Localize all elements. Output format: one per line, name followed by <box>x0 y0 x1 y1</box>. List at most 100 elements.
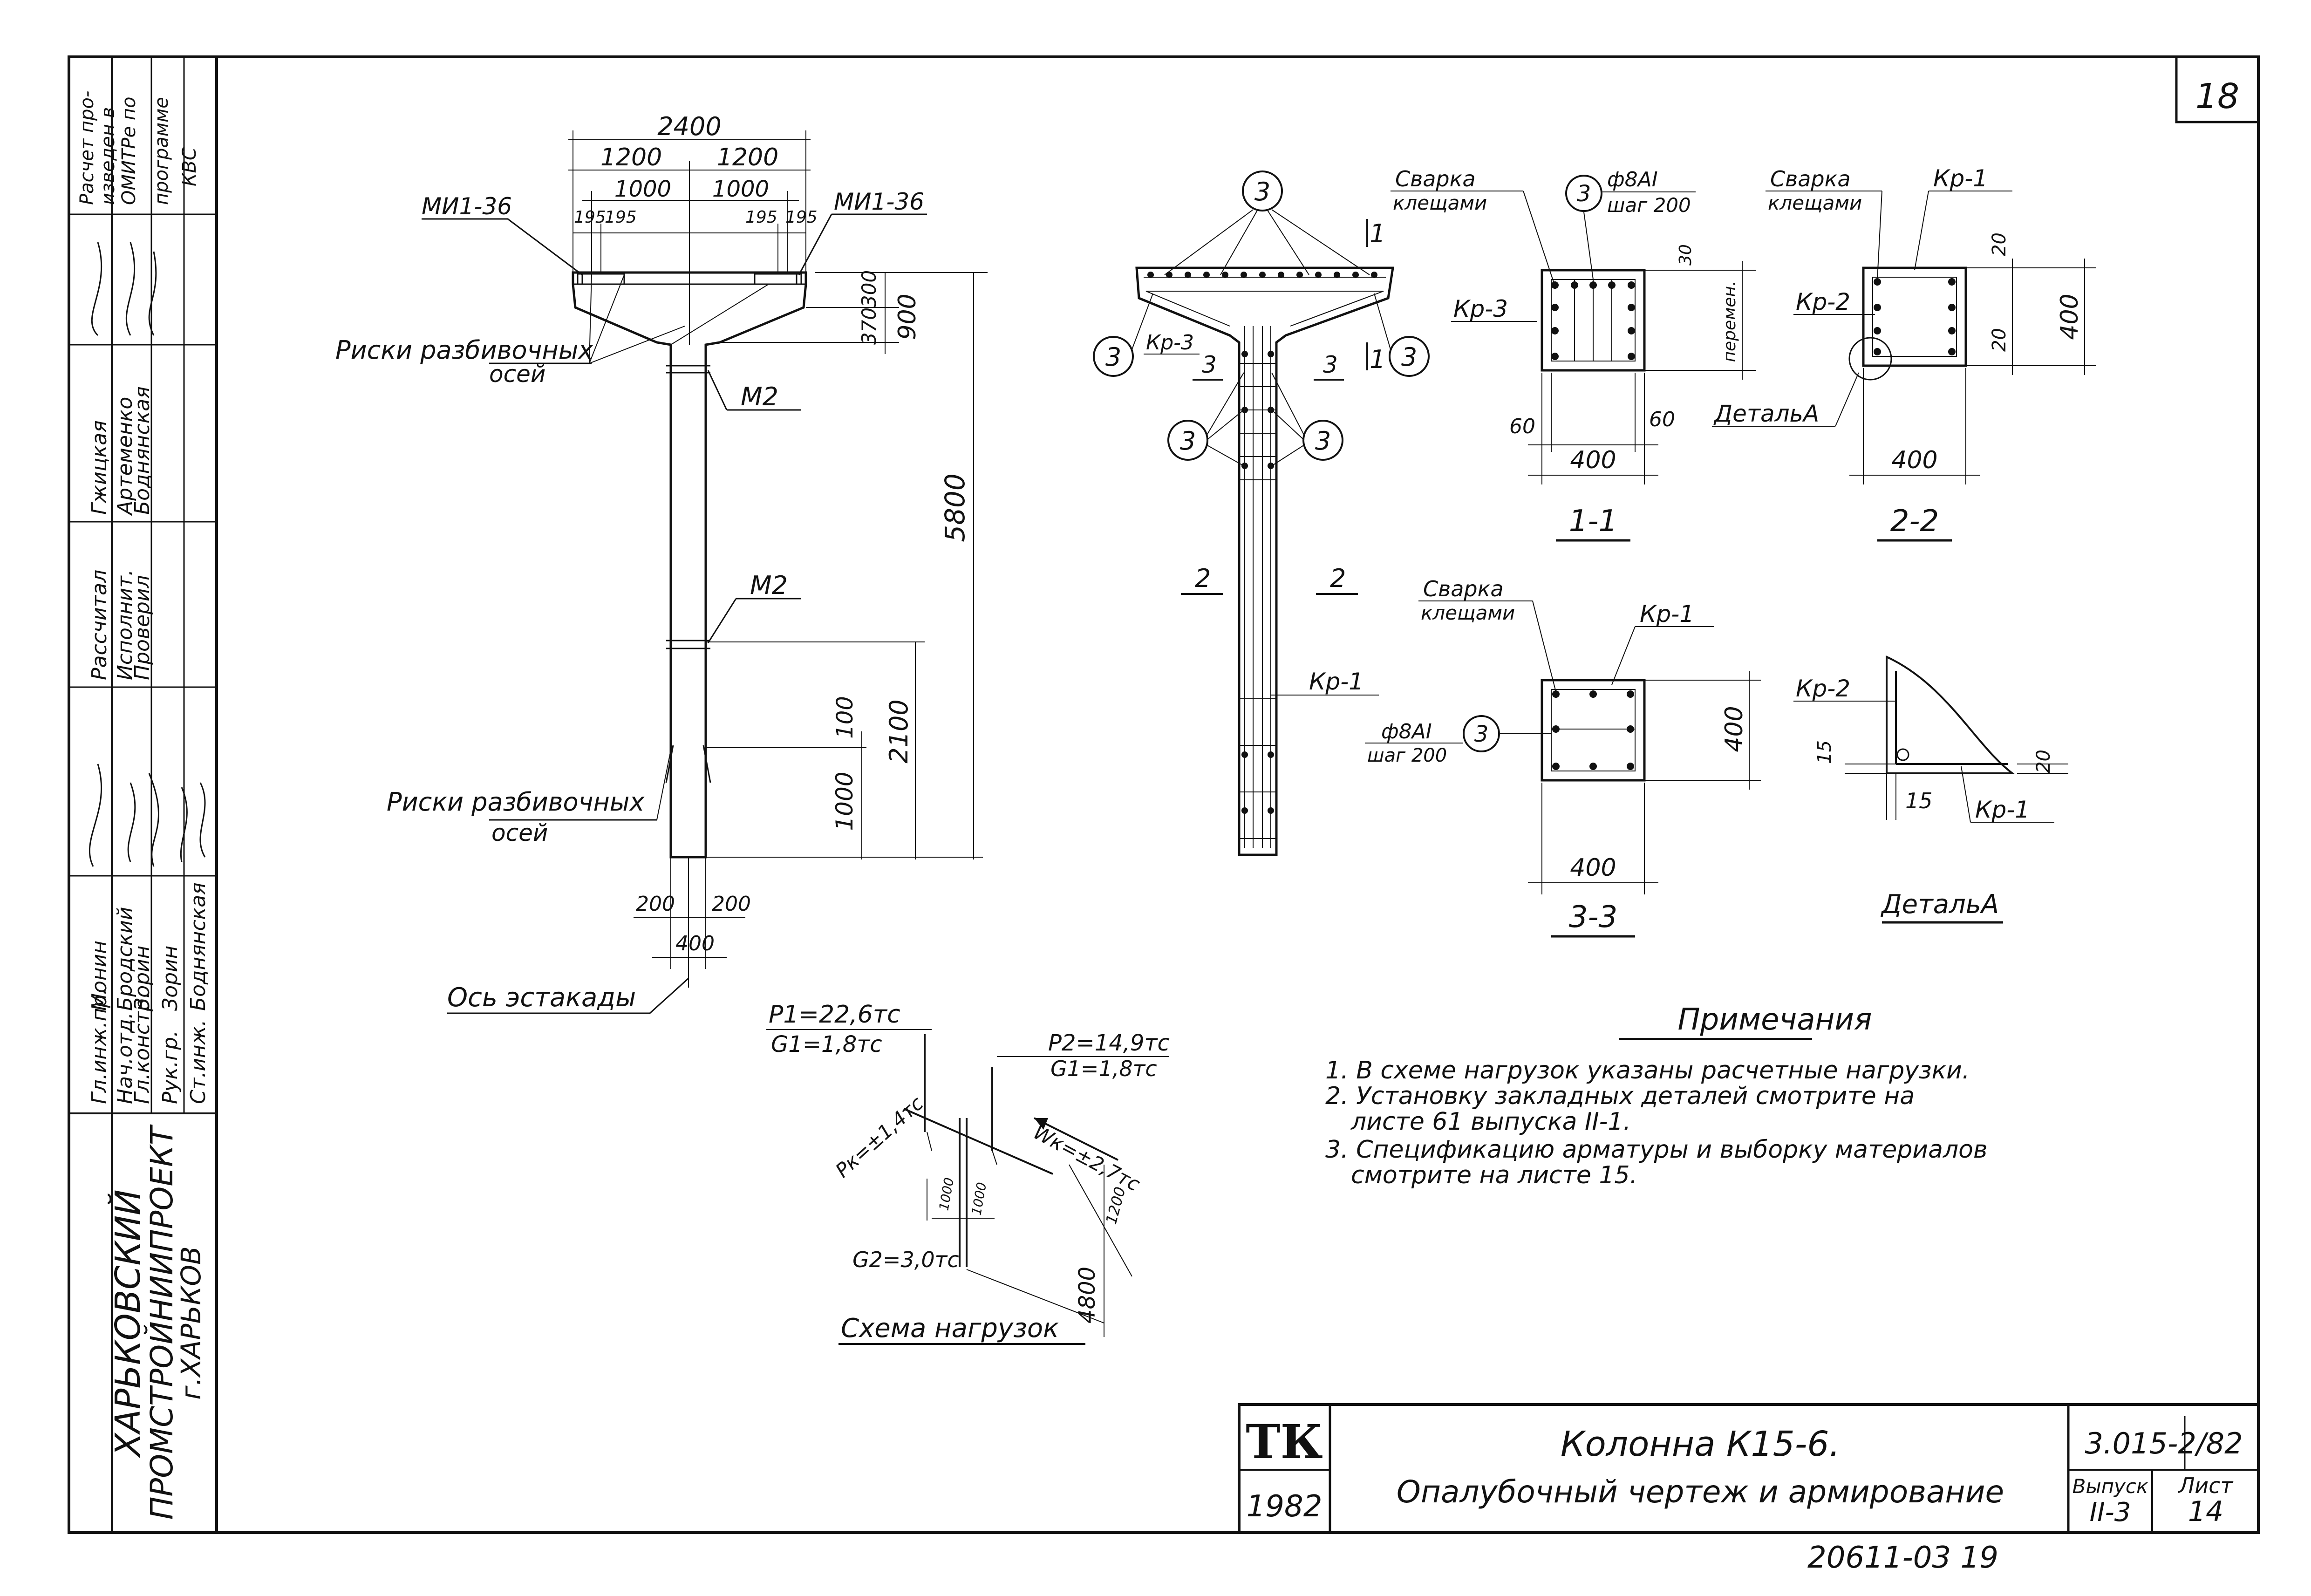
role-3: Гл.констр. <box>130 992 154 1104</box>
dim-200-right: 200 <box>712 892 751 916</box>
title-line2: Опалубочный чертеж и армирование <box>1397 1474 2004 1510</box>
s11-bar-l1: ф8АI <box>1607 168 1658 191</box>
s33-kr1: Кр-1 <box>1640 600 1694 627</box>
title-code: 3.015-2/82 <box>2085 1426 2243 1460</box>
s33-weld-l1: Сварка <box>1423 576 1504 601</box>
detail-dim-20: 20 <box>2033 750 2054 773</box>
title-line1: Колонна К15-6. <box>1561 1424 1840 1464</box>
pos-circle-left <box>1093 336 1134 377</box>
side-title-block: ХАРЬКОВСКИЙ ПРОМСТРОЙНИИПРОЕКТ г.ХАРЬКОВ… <box>69 57 217 1533</box>
dim-195-a: 195 <box>574 208 606 227</box>
calc-note-l4: программе <box>151 97 172 205</box>
load-dim-4800: 4800 <box>1074 1267 1100 1323</box>
axis-label: Ось эстакады <box>447 982 636 1013</box>
signatures-1 <box>89 764 206 867</box>
note-1: 1. В схеме нагрузок указаны расчетные на… <box>1325 1057 1970 1084</box>
load-g2: G2=3,0тс <box>852 1247 959 1272</box>
pos-ml: 3 <box>1180 426 1196 456</box>
role2-3: Проверил <box>130 575 154 680</box>
dim-1000: 1000 <box>831 771 858 831</box>
plate-mi-left2 <box>754 273 802 285</box>
s11-var: перемен. <box>1720 281 1739 362</box>
s22-detail: ДетальА <box>1713 400 1819 427</box>
title-logo: ТК <box>1246 1414 1323 1469</box>
load-p2: P2=14,9тс <box>1048 1030 1170 1056</box>
title-year: 1982 <box>1247 1489 1323 1524</box>
tag-m2-top: М2 <box>741 382 778 411</box>
name2-1: Гжицкая <box>88 420 111 515</box>
dim-370: 370 <box>858 307 880 345</box>
cut-1-label: 1 <box>1370 219 1385 248</box>
s11-pos-circle <box>1565 175 1602 212</box>
load-g1-left: G1=1,8тс <box>771 1031 882 1057</box>
s22-weld-l2: клещами <box>1768 191 1862 214</box>
load-p1: P1=22,6тс <box>769 1001 900 1029</box>
s11-kr3: Кр-3 <box>1453 295 1508 322</box>
detail-name: ДетальА <box>1880 889 1999 920</box>
cut-3-right: 3 <box>1323 351 1338 378</box>
dim-1000-left: 1000 <box>614 176 671 202</box>
dim-100: 100 <box>832 696 858 739</box>
s22-dim-20-top: 20 <box>1989 232 2010 256</box>
name2-2: Артеменко <box>113 397 137 516</box>
s22-kr2: Кр-2 <box>1796 288 1850 315</box>
dim-2400: 2400 <box>657 112 721 141</box>
org-name-line3: г.ХАРЬКОВ <box>175 1246 207 1400</box>
rebar-kr1: Кр-1 <box>1309 668 1363 695</box>
dim-2100: 2100 <box>884 699 913 763</box>
rebar-view: 3 3 3 3 3 Кр-3 1 1 3 3 2 2 Кр-1 <box>1093 171 1430 856</box>
role-4: Рук.гр. <box>158 1030 182 1104</box>
cut-3-left: 3 <box>1202 351 1217 378</box>
notes-heading: Примечания <box>1678 1003 1872 1037</box>
dim-300: 300 <box>858 270 880 307</box>
load-scheme: P1=22,6тс G1=1,8тс P2=14,9тс G1=1,8тс Pк… <box>766 1001 1170 1345</box>
name2-3: Боднянская <box>130 386 154 515</box>
cut-2-right: 2 <box>1330 564 1346 593</box>
axis-marks-bottom-l1: Риски разбивочных <box>387 787 645 817</box>
calc-note-l5: КВС <box>179 147 200 186</box>
detail-dim-15-v: 15 <box>1814 740 1835 764</box>
load-pk: Pк=±1,4тс <box>831 1091 928 1182</box>
s22-kr1: Кр-1 <box>1933 165 1988 192</box>
sheet-frame <box>68 55 2260 1534</box>
section-3-3: Сварка клещами Кр-1 ф8АI шаг 200 3 400 4… <box>1365 576 1761 938</box>
detail-a: Кр-2 15 15 Кр-1 20 ДетальА <box>1793 655 2068 924</box>
name-1: Монин <box>88 941 111 1011</box>
pos-top: 3 <box>1254 177 1270 206</box>
section-2-2: Сварка клещами Кр-1 Кр-2 20 20 400 Детал… <box>1712 165 2096 542</box>
axis-marks-top-l2: осей <box>489 361 545 388</box>
head-bar-dots <box>1147 272 1377 814</box>
role2-1: Рассчитал <box>88 570 111 680</box>
column-head-outline <box>572 271 807 859</box>
s11-weld-l1: Сварка <box>1395 166 1476 191</box>
s33-weld-l2: клещами <box>1421 601 1515 624</box>
axis-marks-bottom-l2: осей <box>491 819 548 846</box>
stamp-number: 20611-03 19 <box>1807 1541 1998 1575</box>
s22-dim-20-bot: 20 <box>1989 328 2010 352</box>
note-2b: листе 61 выпуска II-1. <box>1350 1108 1631 1136</box>
calc-note-l2: изведен в <box>97 107 119 205</box>
dim-5800: 5800 <box>939 473 971 542</box>
load-dim-1000a: 1000 <box>936 1176 957 1212</box>
load-dim-1000b: 1000 <box>968 1181 989 1216</box>
s33-bar-l1: ф8АI <box>1381 720 1432 743</box>
tag-mi-left: МИ1-36 <box>422 193 512 220</box>
pos-circle-right <box>1389 336 1430 377</box>
detail-kr2: Кр-2 <box>1796 675 1850 702</box>
s33-dim-400-h: 400 <box>1570 854 1616 882</box>
s22-weld-l1: Сварка <box>1770 166 1851 191</box>
s33-pos: 3 <box>1474 721 1489 747</box>
role-5: Ст.инж. <box>186 1020 210 1104</box>
cut-1-label-b: 1 <box>1370 345 1385 374</box>
dim-900: 900 <box>893 293 921 340</box>
detail-kr1: Кр-1 <box>1975 796 2030 823</box>
rebar-kr3: Кр-3 <box>1146 331 1194 355</box>
s22-detail-circle <box>1848 337 1892 381</box>
s11-dim-60-right: 60 <box>1649 408 1675 431</box>
section-1-1: Сварка клещами 3 ф8АI шаг 200 Кр-3 перем… <box>1391 166 1756 542</box>
pos-left: 3 <box>1105 342 1121 372</box>
column-elevation: 2400 1200 1200 1000 1000 195 195 195 195… <box>335 112 988 1014</box>
org-name-line2: ПРОМСТРОЙНИИПРОЕКТ <box>143 1124 180 1520</box>
pos-mr: 3 <box>1315 426 1331 456</box>
s22-dim-400-v: 400 <box>2056 293 2084 340</box>
